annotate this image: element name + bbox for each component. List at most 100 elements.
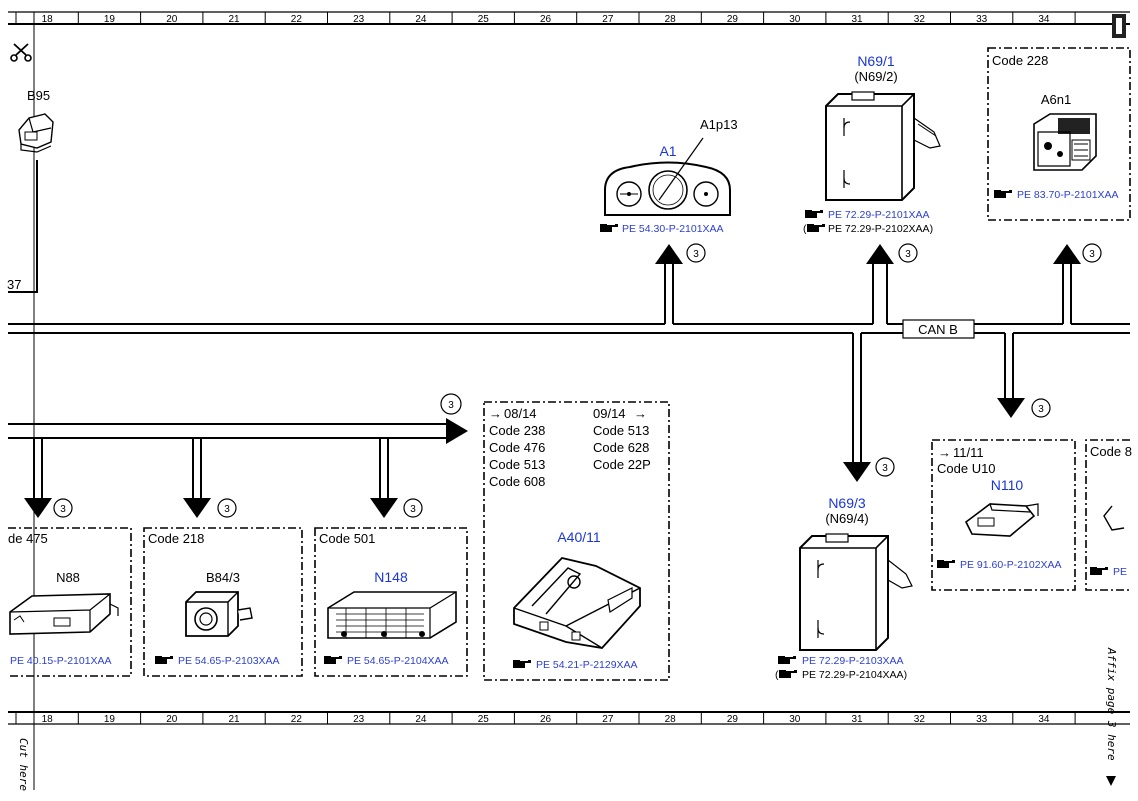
b84-3-down-arrow: 3: [183, 438, 237, 518]
ruler-number: 18: [42, 14, 54, 25]
code-entry: Code 608: [489, 474, 545, 489]
control-unit-icon: [799, 533, 913, 651]
right-cut-ref[interactable]: PE: [1090, 566, 1127, 578]
ruler-number: 27: [602, 714, 614, 725]
ruler-number: 28: [665, 714, 677, 725]
left-cut-label: 37: [7, 277, 21, 292]
a1-up-arrow: 3: [655, 243, 706, 324]
right-cut-icon: [1103, 505, 1125, 531]
scissors-icon[interactable]: [10, 43, 32, 62]
a1-circle-number: 3: [693, 249, 699, 260]
seat-belt-sensor-icon: [18, 113, 54, 153]
a40-11-from-date: → 08/14: [489, 406, 537, 421]
ruler-number: 20: [166, 14, 178, 25]
n69-1-up-arrow: 3: [866, 243, 918, 324]
a6n1-code: Code 228: [992, 53, 1048, 68]
a1p13-label: A1p13: [700, 117, 738, 132]
svg-text:3: 3: [882, 463, 888, 474]
cut-here-note: Cut here: [17, 738, 30, 791]
svg-text:3: 3: [60, 504, 66, 515]
b84-3-code-box: [143, 527, 303, 677]
ruler-number: 25: [478, 714, 490, 725]
n69-2-alt-label: (N69/2): [854, 69, 897, 84]
can-b-label: CAN B: [918, 322, 958, 337]
a40-11-ref[interactable]: PE 54.21-P-2129XAA: [513, 659, 638, 671]
n88-ref[interactable]: PE 40.15-P-2101XAA: [10, 655, 112, 667]
n110-label: N110: [991, 477, 1024, 493]
ruler-number: 21: [228, 714, 240, 725]
n88-down-arrow: 3: [24, 438, 73, 518]
svg-text:PE 83.70-P-2101XAA: PE 83.70-P-2101XAA: [1017, 189, 1119, 201]
a6n1-label: A6n1: [1041, 92, 1071, 107]
ruler-number: 29: [727, 14, 739, 25]
n110-code-box: [931, 439, 1076, 591]
right-cut-code-box: [1085, 439, 1130, 591]
n69-2-ref[interactable]: ( PE 72.29-P-2102XAA): [803, 223, 933, 235]
a6n1-ref[interactable]: PE 83.70-P-2101XAA: [994, 189, 1119, 201]
bus-arrow-circle: 3: [448, 400, 454, 411]
ruler-number: 33: [976, 14, 988, 25]
svg-text:PE: PE: [1113, 566, 1127, 578]
a1-ref[interactable]: PE 54.30-P-2101XAA: [600, 223, 724, 235]
code-entry: Code 513: [593, 423, 649, 438]
svg-text:11/11: 11/11: [953, 445, 984, 460]
affix-note: Affix page 3 here: [1105, 647, 1118, 761]
b84-3-ref[interactable]: PE 54.65-P-2103XAA: [155, 655, 280, 667]
control-unit-icon: [825, 91, 941, 201]
a40-11-until-date: 09/14 →: [593, 406, 647, 421]
ruler-number: 31: [851, 14, 863, 25]
n69-1-ref[interactable]: PE 72.29-P-2101XAA: [805, 209, 930, 221]
down-arrowhead-icon: [1106, 776, 1116, 786]
b84-3-code: Code 218: [148, 531, 204, 546]
control-module-icon: [9, 593, 119, 635]
b84-3-label: B84/3: [206, 570, 240, 585]
svg-text:→: →: [489, 406, 502, 421]
code-entry: Code 22P: [593, 457, 651, 472]
svg-text:PE 72.29-P-2101XAA: PE 72.29-P-2101XAA: [828, 209, 930, 221]
svg-text:3: 3: [1038, 404, 1044, 415]
n88-label: N88: [56, 570, 80, 585]
n88-code: de 475: [8, 531, 48, 546]
n88-code-box: [8, 527, 132, 677]
svg-text:PE 72.29-P-2104XAA): PE 72.29-P-2104XAA): [802, 669, 907, 681]
ruler-number: 19: [104, 714, 116, 725]
code-entry: Code 513: [489, 457, 545, 472]
code-entry: Code 628: [593, 440, 649, 455]
ruler-number: 34: [1038, 714, 1050, 725]
camera-icon: [185, 591, 253, 637]
instrument-cluster-icon: [604, 137, 731, 216]
ruler-number: 21: [228, 14, 240, 25]
n69-4-ref[interactable]: ( PE 72.29-P-2104XAA): [775, 669, 907, 681]
ruler-number: 32: [914, 14, 926, 25]
n69-1-label: N69/1: [857, 53, 895, 69]
svg-text:3: 3: [905, 249, 911, 260]
ruler-number: 30: [789, 714, 801, 725]
svg-text:3: 3: [410, 504, 416, 515]
svg-text:PE 91.60-P-2102XAA: PE 91.60-P-2102XAA: [960, 559, 1062, 571]
code-entry: Code 476: [489, 440, 545, 455]
ruler-number: 27: [602, 14, 614, 25]
ruler-number: 29: [727, 714, 739, 725]
head-unit-icon: [513, 557, 641, 649]
svg-text:→: →: [634, 406, 647, 421]
ruler-number: 22: [291, 14, 303, 25]
n110-code: Code U10: [937, 461, 996, 476]
n110-ref[interactable]: PE 91.60-P-2102XAA: [937, 559, 1062, 571]
svg-text:09/14: 09/14: [593, 406, 626, 421]
ruler-number: 20: [166, 714, 178, 725]
a1-label: A1: [659, 143, 676, 159]
n148-ref[interactable]: PE 54.65-P-2104XAA: [324, 655, 449, 667]
ruler-number: 30: [789, 14, 801, 25]
n69-3-ref[interactable]: PE 72.29-P-2103XAA: [778, 655, 904, 667]
svg-text:3: 3: [1089, 249, 1095, 260]
lower-bus: 3: [8, 393, 468, 444]
svg-text:PE 54.65-P-2104XAA: PE 54.65-P-2104XAA: [347, 655, 449, 667]
svg-text:PE 72.29-P-2102XAA): PE 72.29-P-2102XAA): [828, 223, 933, 235]
ignition-module-icon: [1033, 113, 1097, 171]
ruler-number: 31: [851, 714, 863, 725]
svg-text:3: 3: [224, 504, 230, 515]
svg-text:PE 54.65-P-2103XAA: PE 54.65-P-2103XAA: [178, 655, 280, 667]
ruler-number: 25: [478, 14, 490, 25]
